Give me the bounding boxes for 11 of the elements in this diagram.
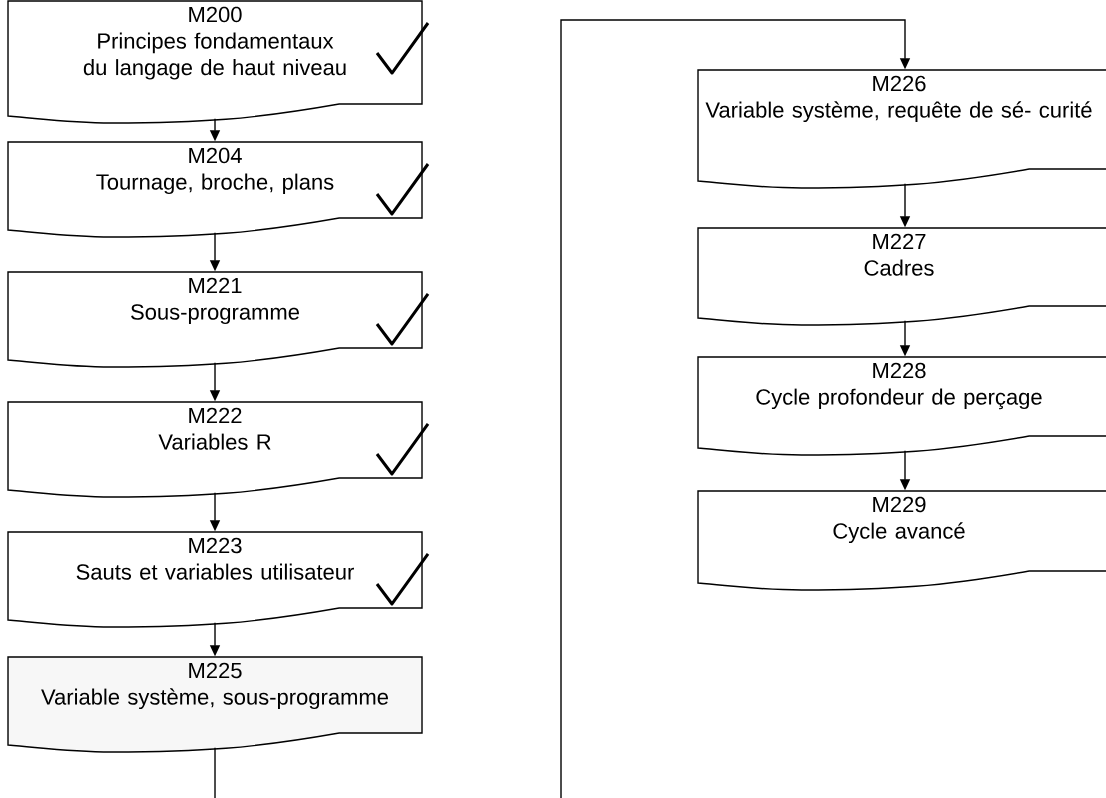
document-box: M228 Cycle profondeur de perçage [697,356,1106,456]
document-box: M223 Sauts et variables utilisateur [7,531,423,628]
document-box: M221 Sous-programme [7,271,423,368]
document-box: M222 Variables R [7,401,423,498]
document-box: M227 Cadres [697,227,1106,326]
document-box: M226 Variable système, requête de sé- curité [697,69,1106,189]
document-box: M204 Tournage, broche, plans [7,141,423,238]
arrow [214,19,911,798]
document-box: M229 Cycle avancé [697,490,1106,591]
document-box: M200 Principes fondamentaux du langage de haut niveau [7,0,423,124]
document-box: M225 Variable système, sous-programme [7,656,423,753]
